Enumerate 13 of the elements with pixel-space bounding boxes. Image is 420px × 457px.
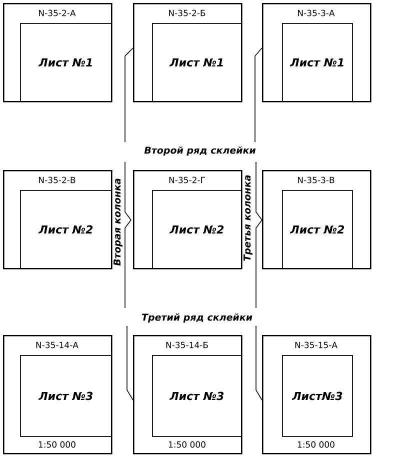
sheet-frame: Лист №3	[152, 355, 242, 437]
sheet-frame: Лист №1	[152, 23, 242, 102]
sheet-frame: Лист №2	[20, 190, 112, 269]
sheet-frame: Лист №2	[282, 190, 353, 269]
row-label: Второй ряд склейки	[143, 145, 257, 157]
row-label: Третий ряд склейки	[140, 312, 254, 324]
sheet-frame: Лист №3	[20, 355, 112, 437]
sheet-frame: Лист №2	[152, 190, 242, 269]
row-label: Третья колонка	[242, 174, 254, 262]
sheet-frame: Лист №1	[282, 23, 353, 102]
sheet-frame: Лист №1	[20, 23, 112, 102]
row-label: Вторая колонка	[112, 177, 124, 267]
sheet-frame: Лист№3	[282, 355, 353, 437]
